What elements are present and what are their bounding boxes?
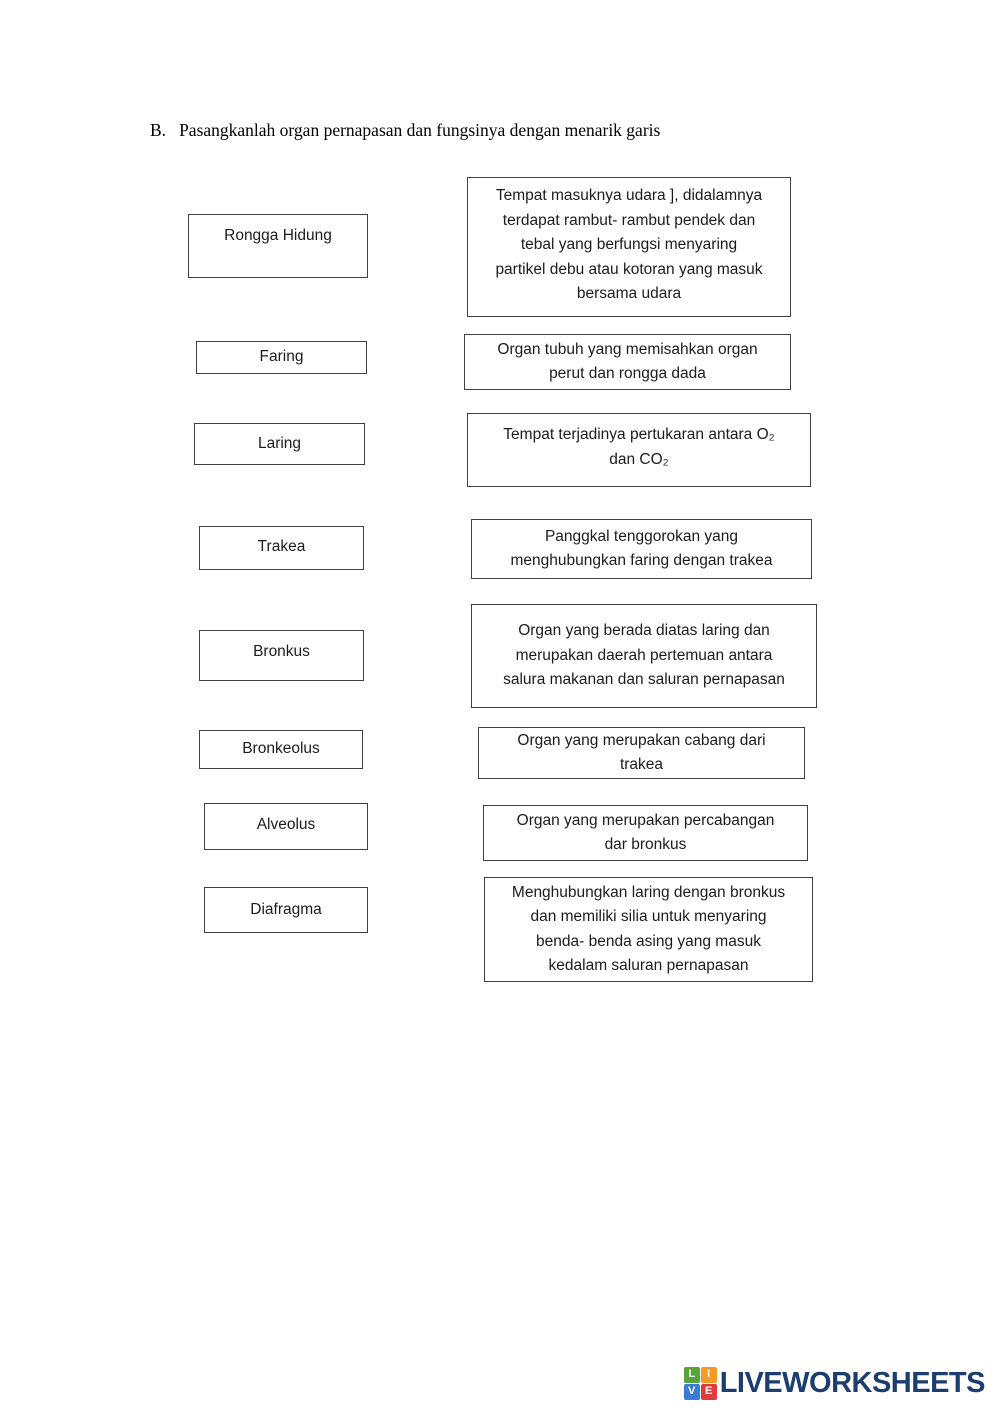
- function-text: Tempat terjadinya pertukaran antara O₂ d…: [503, 426, 775, 468]
- organ-label: Laring: [257, 434, 302, 452]
- organ-box-diafragma[interactable]: Diafragma: [204, 887, 368, 933]
- organ-box-laring[interactable]: Laring: [194, 423, 365, 465]
- brand-wordmark: LIVEWORKSHEETS: [719, 1367, 986, 1399]
- organ-box-faring[interactable]: Faring: [196, 341, 367, 374]
- logo-square-e: E: [700, 1383, 717, 1400]
- organ-label: Faring: [259, 348, 304, 366]
- logo-square-i: I: [700, 1366, 717, 1383]
- function-text: Menghubungkan laring dengan bronkus dan …: [511, 883, 786, 975]
- organ-label: Alveolus: [256, 816, 316, 833]
- organ-label: Rongga Hidung: [224, 227, 332, 244]
- logo-square-l: L: [683, 1366, 700, 1383]
- organ-label: Diafragma: [250, 901, 322, 918]
- exercise-title-text: Pasangkanlah organ pernapasan dan fungsi…: [179, 120, 661, 140]
- function-box-5[interactable]: Organ yang berada diatas laring dan meru…: [471, 604, 817, 708]
- function-text: Organ tubuh yang memisahkan organ perut …: [497, 340, 758, 383]
- organ-label: Bronkus: [253, 643, 310, 660]
- logo-square-v: V: [683, 1383, 700, 1400]
- organ-box-bronkus[interactable]: Bronkus: [199, 630, 364, 681]
- organ-label: Trakea: [257, 538, 306, 555]
- function-box-6[interactable]: Organ yang merupakan cabang dari trakea: [478, 727, 805, 779]
- organ-box-trakea[interactable]: Trakea: [199, 526, 364, 570]
- organ-label: Bronkeolus: [242, 740, 320, 758]
- function-box-1[interactable]: Tempat masuknya udara ], didalamnya terd…: [467, 177, 791, 317]
- function-box-8[interactable]: Menghubungkan laring dengan bronkus dan …: [484, 877, 813, 982]
- function-box-7[interactable]: Organ yang merupakan percabangan dar bro…: [483, 805, 808, 861]
- function-text: Organ yang berada diatas laring dan meru…: [503, 622, 785, 689]
- function-box-4[interactable]: Panggkal tenggorokan yang menghubungkan …: [471, 519, 812, 579]
- exercise-title-prefix: B.: [150, 120, 167, 140]
- function-text: Tempat masuknya udara ], didalamnya terd…: [495, 187, 763, 302]
- organ-box-bronkeolus[interactable]: Bronkeolus: [199, 730, 363, 769]
- function-text: Organ yang merupakan percabangan dar bro…: [516, 811, 775, 854]
- exercise-title: B. Pasangkanlah organ pernapasan dan fun…: [150, 120, 660, 141]
- function-box-2[interactable]: Organ tubuh yang memisahkan organ perut …: [464, 334, 791, 390]
- footer-logo: L I V E LIVEWORKSHEETS: [683, 1366, 986, 1400]
- function-text: Panggkal tenggorokan yang menghubungkan …: [510, 527, 773, 570]
- function-box-3[interactable]: Tempat terjadinya pertukaran antara O₂ d…: [467, 413, 811, 487]
- organ-box-alveolus[interactable]: Alveolus: [204, 803, 368, 850]
- function-text: Organ yang merupakan cabang dari trakea: [517, 731, 766, 774]
- liveworksheets-grid-icon: L I V E: [683, 1366, 717, 1400]
- organ-box-rongga-hidung[interactable]: Rongga Hidung: [188, 214, 368, 278]
